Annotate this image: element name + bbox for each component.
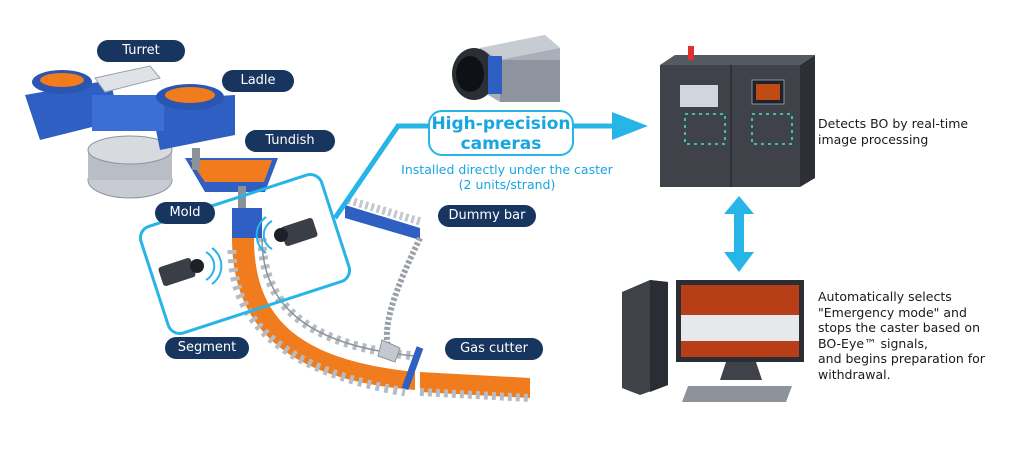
- action-note-line3: stops the caster based on: [818, 320, 980, 335]
- dummy-bar: [345, 196, 424, 363]
- camera-zone-frame: [138, 173, 352, 335]
- label-turret: Turret: [97, 40, 185, 62]
- label-dummy-bar: Dummy bar: [438, 205, 536, 227]
- action-note-line4: BO-Eye™ signals,: [818, 335, 928, 351]
- strand-camera-left-icon: [158, 247, 223, 286]
- strand-camera-right-icon: [255, 216, 318, 254]
- camera-callout-line1: High-precision: [431, 114, 571, 134]
- action-note-line5: and begins preparation for: [818, 351, 985, 366]
- camera-install-note: Installed directly under the caster (2 u…: [382, 162, 632, 192]
- detect-note: Detects BO by real-time image processing: [818, 116, 1003, 147]
- camera-callout-line2: cameras: [460, 134, 542, 154]
- control-cabinet: [660, 46, 815, 187]
- camera-product-icon: [452, 35, 560, 102]
- action-note: Automatically selects "Emergency mode" a…: [818, 289, 1006, 382]
- label-segment: Segment: [165, 337, 249, 359]
- camera-callout: High-precision cameras: [428, 110, 574, 156]
- operator-workstation: [622, 280, 804, 402]
- strand-segments: [227, 208, 531, 402]
- label-ladle: Ladle: [222, 70, 294, 92]
- camera-install-note-line2: (2 units/strand): [458, 177, 556, 192]
- tundish: [185, 148, 278, 210]
- signal-arrow-icon: [612, 112, 648, 140]
- label-mold: Mold: [155, 202, 215, 224]
- detect-note-line2: image processing: [818, 131, 929, 147]
- detect-note-line1: Detects BO by real-time: [818, 116, 969, 131]
- label-gas-cutter: Gas cutter: [445, 338, 543, 360]
- action-note-line2: "Emergency mode" and: [818, 304, 967, 320]
- camera-install-note-line1: Installed directly under the caster: [401, 162, 613, 177]
- turret-ladle-assembly: [25, 65, 235, 199]
- action-note-line1: Automatically selects: [818, 289, 952, 304]
- bidirectional-arrow-icon: [724, 196, 754, 272]
- label-tundish: Tundish: [245, 130, 335, 152]
- action-note-line6: withdrawal.: [818, 366, 891, 382]
